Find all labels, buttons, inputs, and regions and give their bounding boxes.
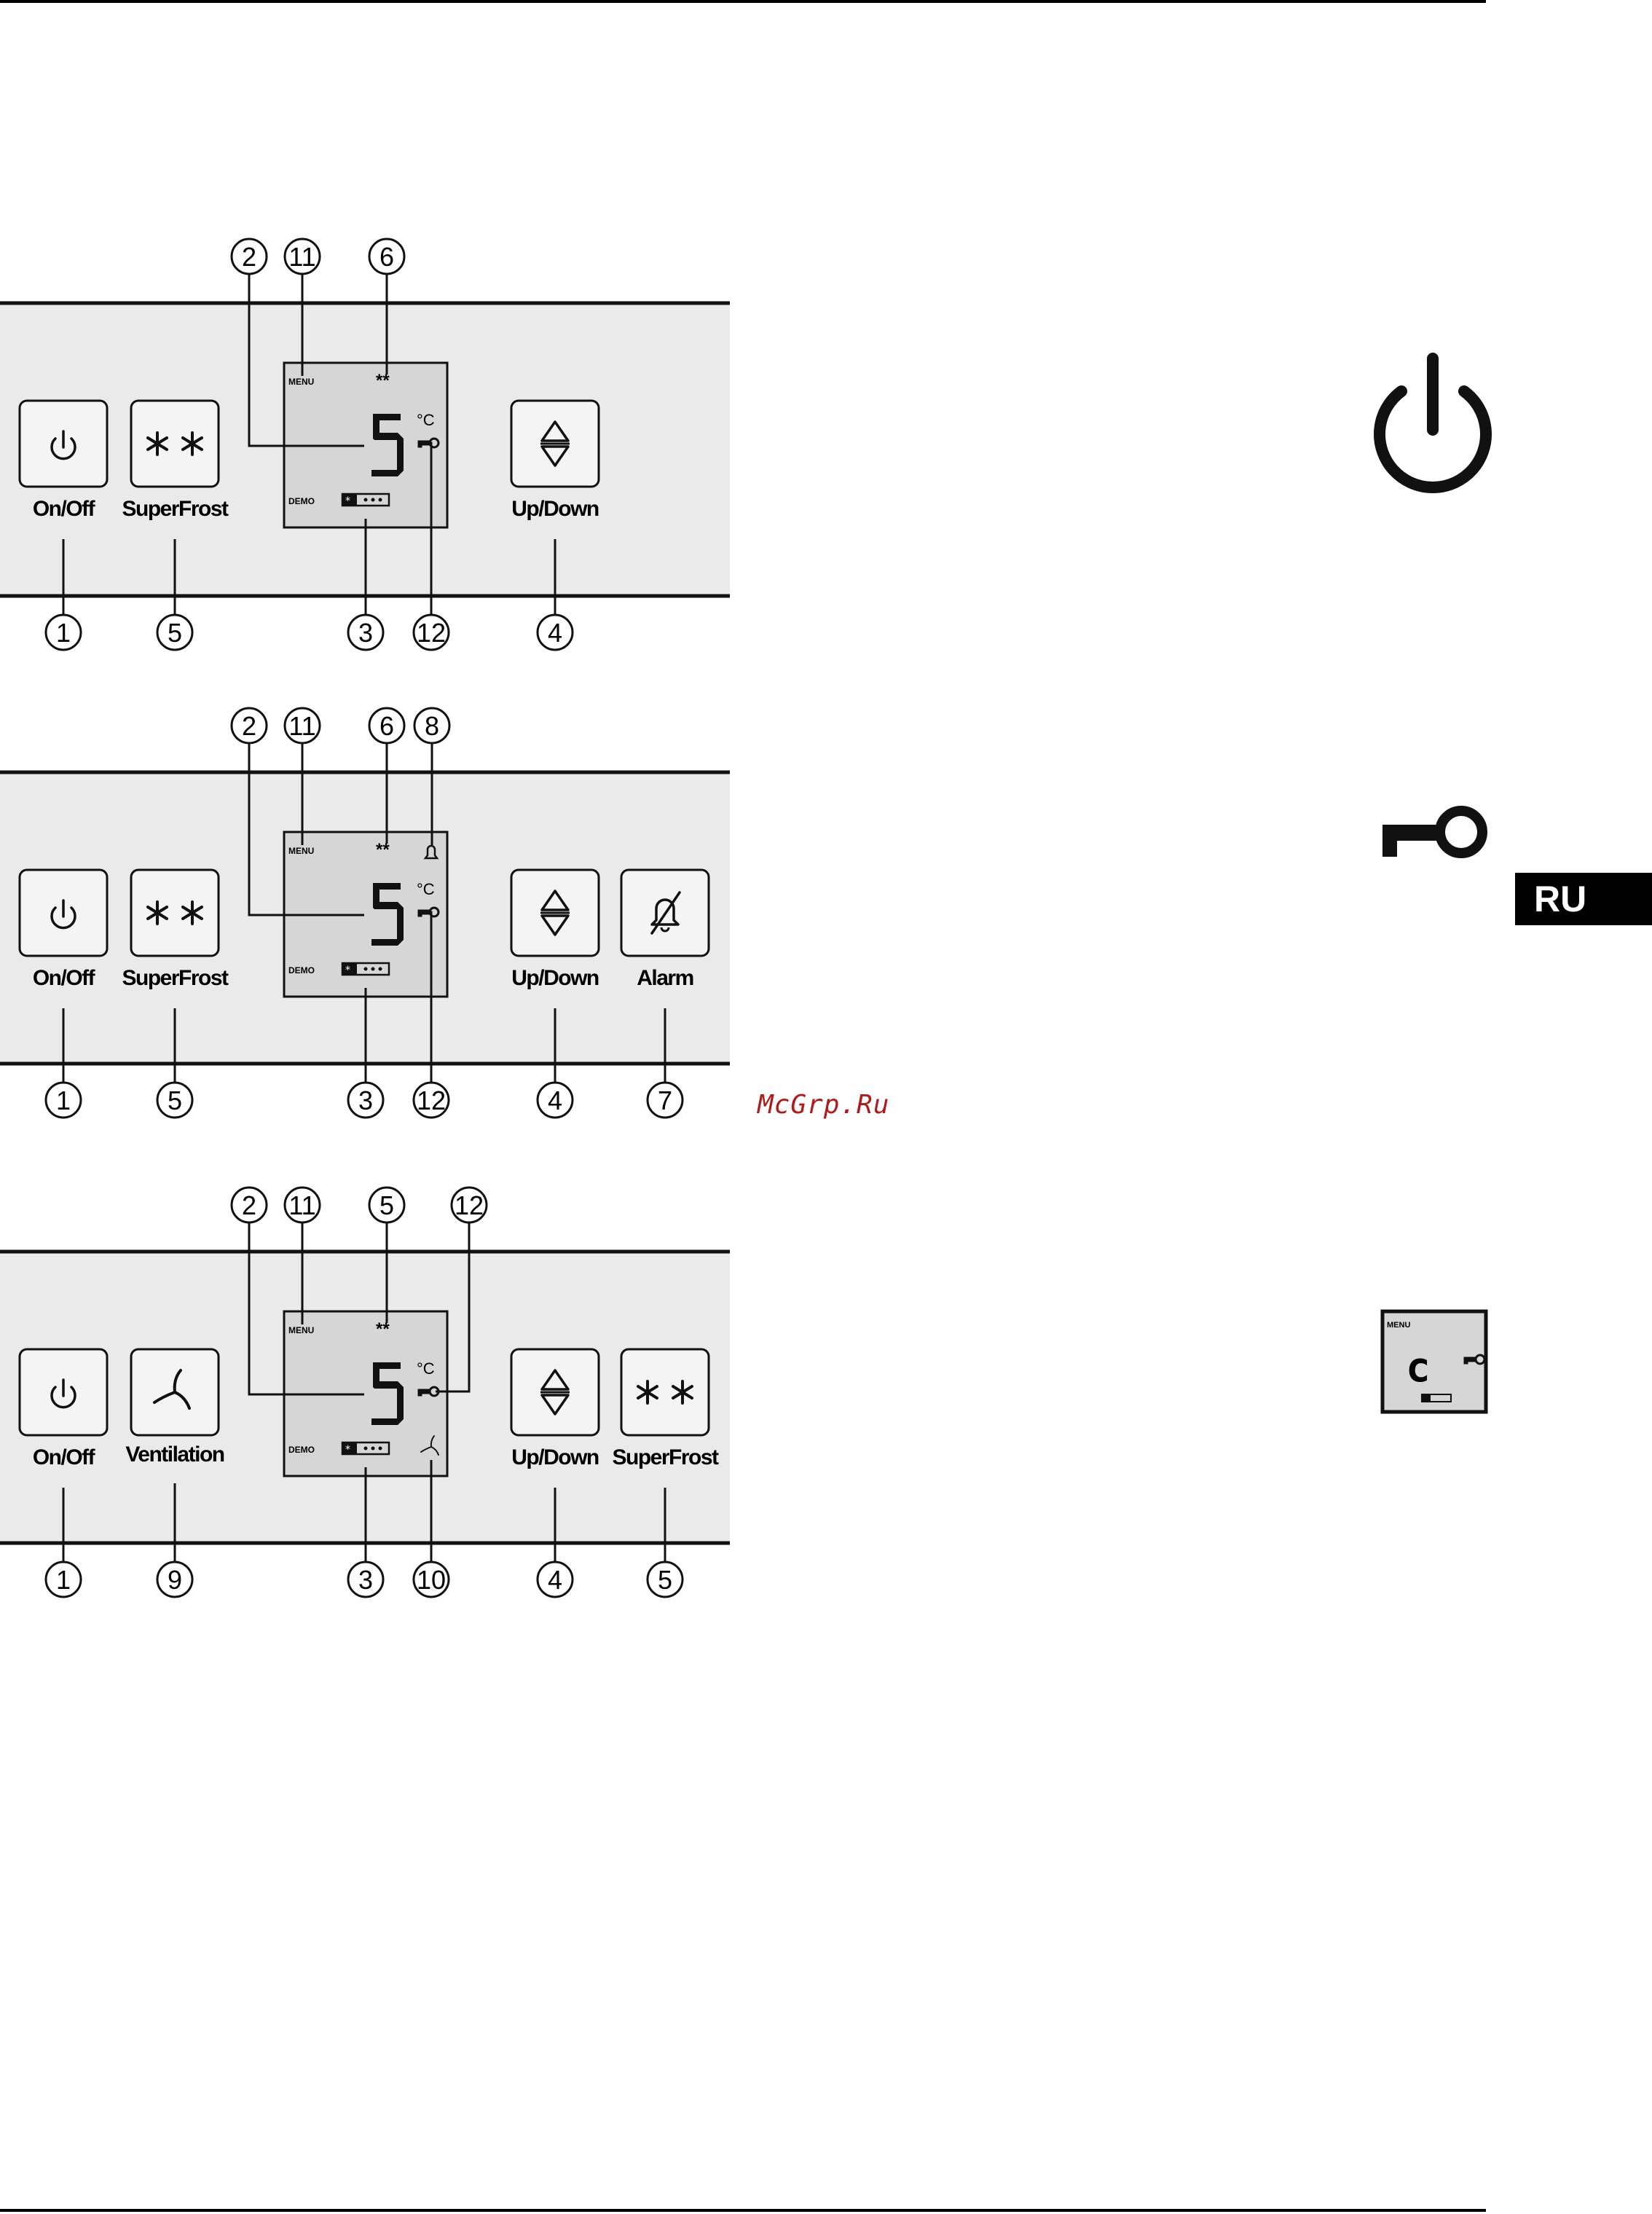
svg-text:4: 4 — [548, 1086, 562, 1115]
panel-1: On/Off SuperFrost Up/Down MENU DEMO ** °… — [0, 239, 730, 650]
callouts-bottom-2: 1 5 3 12 4 7 — [46, 1083, 683, 1118]
display-menu: MENU — [288, 1325, 314, 1335]
updown-button[interactable] — [511, 401, 599, 487]
callouts-bottom-1: 1 5 3 12 4 — [46, 615, 573, 650]
panel-2: On/Off SuperFrost Up/Down Alarm MENU DEM… — [0, 708, 730, 1118]
display-demo: DEMO — [288, 496, 315, 506]
svg-text:12: 12 — [417, 1086, 446, 1115]
svg-text:11: 11 — [288, 711, 315, 741]
callouts-top-1: 2 11 6 — [232, 239, 404, 274]
callouts-top-2: 2 11 6 8 — [232, 708, 449, 743]
svg-text:8: 8 — [425, 711, 439, 741]
svg-text:6: 6 — [379, 711, 394, 741]
callouts-bottom-3: 1 9 3 10 4 5 — [46, 1562, 683, 1597]
ventilation-button[interactable] — [131, 1349, 219, 1435]
svg-text:3: 3 — [358, 1086, 373, 1115]
svg-text:2: 2 — [242, 711, 256, 741]
alarm-label: Alarm — [637, 966, 693, 990]
superfrost-button[interactable] — [131, 401, 219, 487]
callouts-top-3: 2 11 5 12 — [232, 1188, 487, 1222]
onoff-label: On/Off — [33, 1445, 96, 1469]
updown-button[interactable] — [511, 870, 599, 956]
svg-text:1: 1 — [56, 1086, 71, 1115]
onoff-button[interactable] — [20, 870, 107, 956]
updown-label: Up/Down — [511, 497, 599, 521]
svg-text:2: 2 — [242, 1190, 256, 1220]
display-demo: DEMO — [288, 965, 315, 976]
svg-text:3: 3 — [358, 618, 373, 648]
svg-text:12: 12 — [455, 1190, 484, 1220]
superfrost-label: SuperFrost — [612, 1445, 719, 1469]
svg-text:3: 3 — [358, 1565, 373, 1595]
svg-text:5: 5 — [168, 1086, 182, 1115]
alarm-button[interactable] — [621, 870, 709, 956]
superfrost-label: SuperFrost — [122, 497, 229, 521]
onoff-label: On/Off — [33, 966, 96, 990]
svg-text:10: 10 — [417, 1565, 446, 1595]
power-icon — [1380, 358, 1486, 487]
onoff-button[interactable] — [20, 401, 107, 487]
svg-text:11: 11 — [288, 1190, 315, 1220]
svg-text:5: 5 — [168, 618, 182, 648]
display-demo: DEMO — [288, 1445, 315, 1455]
svg-text:1: 1 — [56, 618, 71, 648]
svg-text:4: 4 — [548, 618, 562, 648]
display-unit: °C — [417, 1359, 435, 1378]
svg-text:6: 6 — [379, 242, 394, 272]
svg-text:5: 5 — [379, 1190, 394, 1220]
superfrost-button[interactable] — [131, 870, 219, 956]
superfrost-label: SuperFrost — [122, 966, 229, 990]
svg-text:4: 4 — [548, 1565, 562, 1595]
svg-text:12: 12 — [417, 618, 446, 648]
updown-label: Up/Down — [511, 1445, 599, 1469]
svg-text:2: 2 — [242, 242, 256, 272]
key-icon — [1382, 811, 1482, 857]
mini-display-menu: MENU — [1387, 1321, 1410, 1330]
updown-label: Up/Down — [511, 966, 599, 990]
svg-text:1: 1 — [56, 1565, 71, 1595]
svg-text:9: 9 — [168, 1565, 182, 1595]
superfrost-button[interactable] — [621, 1349, 709, 1435]
display-menu: MENU — [288, 377, 314, 387]
mini-display-icon: MENU c — [1382, 1311, 1486, 1412]
svg-text:7: 7 — [658, 1086, 672, 1115]
onoff-button[interactable] — [20, 1349, 107, 1435]
svg-text:11: 11 — [288, 242, 315, 272]
display-unit: °C — [417, 880, 435, 898]
display-unit: °C — [417, 411, 435, 429]
updown-button[interactable] — [511, 1349, 599, 1435]
mini-display-char: c — [1406, 1344, 1431, 1391]
svg-text:5: 5 — [658, 1565, 672, 1595]
display-menu: MENU — [288, 846, 314, 856]
ventilation-label: Ventilation — [125, 1442, 224, 1467]
onoff-label: On/Off — [33, 497, 96, 521]
panel-3: On/Off Ventilation Up/Down SuperFrost ME… — [0, 1188, 730, 1597]
